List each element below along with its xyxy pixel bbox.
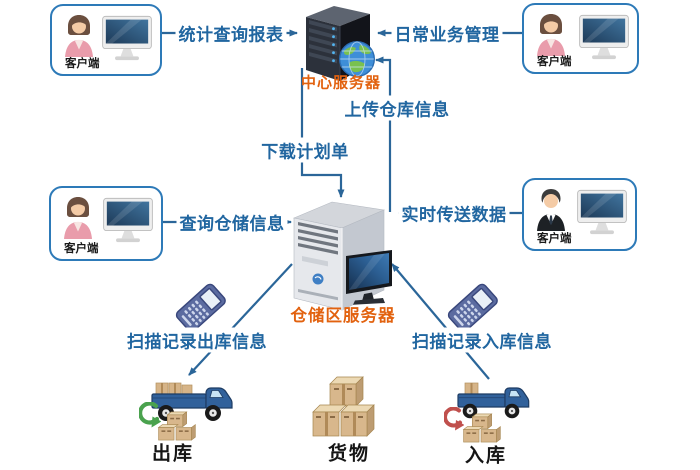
monitor-icon	[102, 197, 154, 248]
flow-realtime-data-label: 实时传送数据	[398, 200, 510, 226]
arrow-download-plan	[300, 68, 345, 198]
client-box-top-left: 客户端	[50, 4, 162, 76]
client-box-mid-right: 客户端	[522, 178, 637, 251]
client-label: 客户端	[64, 243, 99, 255]
goods-boxes-icon	[308, 374, 386, 449]
barcode-scanner-icon	[168, 279, 230, 340]
barcode-scanner-icon	[440, 279, 502, 340]
goods-label: 货物	[327, 443, 371, 465]
monitor-icon	[578, 14, 630, 65]
arrow-scan-inbound	[391, 263, 490, 380]
man-user-icon	[534, 187, 568, 236]
flow-scan-inbound-label: 扫描记录入库信息	[409, 327, 555, 353]
woman-user-icon	[62, 13, 96, 62]
woman-user-icon	[61, 195, 95, 244]
flow-scan-outbound-label: 扫描记录出库信息	[124, 327, 270, 353]
arrow-upload-info	[375, 56, 392, 212]
flow-daily-business-label: 日常业务管理	[391, 20, 503, 46]
arrow-scan-outbound	[188, 263, 293, 376]
warehouse-server-label: 仓储区服务器	[290, 307, 396, 325]
inbound-label: 入库	[464, 445, 508, 467]
central-server-label: 中心服务器	[300, 74, 382, 92]
flow-stats-report-label: 统计查询报表	[175, 20, 287, 46]
outbound-boxes-icon	[156, 411, 196, 447]
outbound-label: 出库	[151, 443, 195, 465]
warehouse-monitor-icon	[344, 248, 394, 310]
inbound-boxes-icon	[461, 413, 501, 449]
client-box-mid-left: 客户端	[49, 186, 163, 261]
client-label: 客户端	[537, 233, 572, 245]
woman-user-icon	[534, 12, 568, 61]
inbound-truck-icon	[456, 378, 532, 425]
flow-query-storage-label: 查询仓储信息	[176, 209, 288, 235]
flow-download-plan-label: 下载计划单	[258, 137, 352, 163]
monitor-icon	[576, 189, 628, 240]
client-label: 客户端	[65, 58, 100, 70]
monitor-icon	[101, 15, 153, 66]
globe-icon	[338, 40, 376, 83]
flow-upload-info-label: 上传仓库信息	[341, 95, 453, 121]
red-cycle-arrow-icon	[443, 406, 465, 438]
outbound-truck-icon	[150, 377, 234, 428]
client-label: 客户端	[537, 56, 572, 68]
green-cycle-arrow-icon	[138, 401, 162, 435]
client-box-top-right: 客户端	[522, 3, 639, 74]
